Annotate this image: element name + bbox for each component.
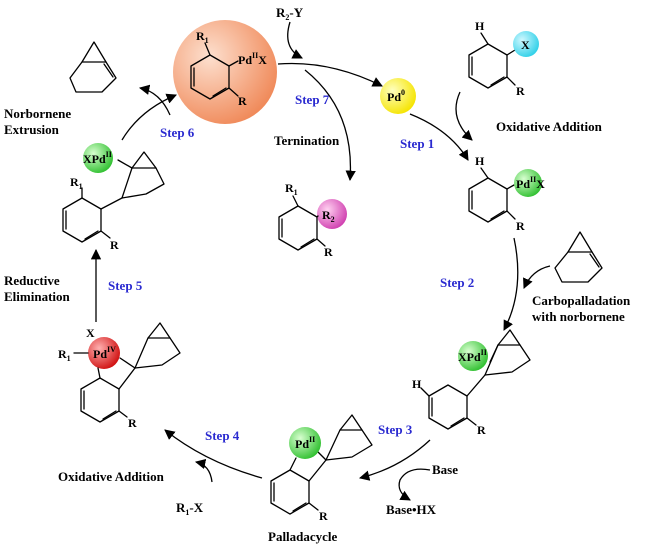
step2-arrow <box>503 237 519 331</box>
svg-text:PdIIX: PdIIX <box>516 175 545 191</box>
r1-ortho: R1 <box>70 175 83 191</box>
oxidative-addition-label-2: Oxidative Addition <box>58 469 165 484</box>
pd-sphere-green <box>514 169 542 197</box>
svg-text:R: R <box>319 509 328 523</box>
pd-sphere-green <box>289 427 321 459</box>
pd-sphere-green <box>458 341 488 371</box>
r-label: R <box>238 94 247 108</box>
norbornene-extrusion-label-2: Extrusion <box>4 122 60 137</box>
svg-text:PdIIX: PdIIX <box>238 51 267 67</box>
svg-text:X: X <box>86 326 95 340</box>
step-7-label: Step 7 <box>295 92 330 107</box>
svg-text:PdIV: PdIV <box>93 345 116 361</box>
termination-arrow <box>304 69 356 182</box>
benzene-ring <box>62 197 102 243</box>
oxidative-addition-label-1: Oxidative Addition <box>496 119 603 134</box>
step4-arrow <box>164 429 263 479</box>
aryl-halide: H X R <box>468 19 539 98</box>
r1x-in-arrow <box>194 458 213 483</box>
norbornene-in-arrow <box>523 265 551 289</box>
pd-sphere-green <box>83 143 113 173</box>
r2-sphere-pink <box>317 199 347 229</box>
step-4-label: Step 4 <box>205 428 240 443</box>
svg-text:XPdII: XPdII <box>83 150 112 166</box>
pd-sphere-orange <box>173 20 277 124</box>
norbornene-reagent <box>554 231 603 283</box>
step6-arrow <box>121 93 177 141</box>
svg-text:R: R <box>477 423 486 437</box>
pd0-sphere <box>380 78 416 114</box>
carbopalladation-label-2: with norbornene <box>532 309 625 324</box>
svg-text:H: H <box>475 19 485 33</box>
palladacycle: R PdII <box>270 414 373 523</box>
norbornene-product <box>69 41 117 93</box>
palladacycle-label: Palladacycle <box>268 529 338 544</box>
norbornene-out-arrow <box>138 84 171 116</box>
aryl-pd-x-intermediate: H PdIIX R <box>468 154 545 233</box>
benzene-ring <box>278 205 318 251</box>
benzene-ring <box>428 384 468 430</box>
r1-label: R1 <box>196 29 209 45</box>
step-5-label: Step 5 <box>108 278 143 293</box>
pd-label: Pd <box>238 53 252 67</box>
r2y-arrow <box>287 21 303 59</box>
benzene-ring <box>468 43 508 89</box>
step-2-label: Step 2 <box>440 275 474 290</box>
svg-text:X: X <box>521 38 530 52</box>
x-sphere-cyan <box>513 31 539 57</box>
step7-arrow-to-pd0 <box>277 62 383 87</box>
svg-text:XPdII: XPdII <box>458 348 487 364</box>
aryl-halide-arrow <box>455 91 473 141</box>
aryl-pd-x-complex: R1 PdIIX R <box>173 20 277 124</box>
benzene-ring <box>270 469 310 515</box>
reductive-label-2: Elimination <box>4 289 71 304</box>
svg-text:R: R <box>324 245 333 259</box>
pd-iv-intermediate: R PdIV X R1 <box>58 322 181 430</box>
r1x-label: R1-X <box>176 500 204 517</box>
r1-on-pd: R1 <box>58 347 71 363</box>
svg-text:R: R <box>128 416 137 430</box>
svg-text:Pd0: Pd0 <box>387 88 405 104</box>
benzene-ring <box>468 177 508 223</box>
benzene-ring <box>80 377 120 423</box>
step1-arrow <box>409 113 469 161</box>
svg-text:R: R <box>110 238 119 252</box>
pd0-catalyst: Pd0 <box>380 78 416 114</box>
reductive-label-1: Reductive <box>4 273 60 288</box>
norbornene-extrusion-label-1: Norbornene <box>4 106 71 121</box>
norbornyl-pd-intermediate: H R XPdII <box>412 329 531 437</box>
svg-text:R: R <box>516 219 525 233</box>
pd-sphere-red <box>88 337 120 369</box>
termination-product: R1 R2 R <box>278 181 347 259</box>
step-1-label: Step 1 <box>400 136 434 151</box>
step-6-label: Step 6 <box>160 125 195 140</box>
svg-text:R: R <box>516 84 525 98</box>
base-arrow <box>398 468 431 501</box>
step-3-label: Step 3 <box>378 422 413 437</box>
reagent-r2y: R2-Y <box>276 5 304 22</box>
svg-text:PdII: PdII <box>295 435 315 451</box>
svg-text:H: H <box>475 154 485 168</box>
base-label: Base <box>432 462 458 477</box>
termination-label: Ternination <box>274 133 340 148</box>
carbopalladation-label-1: Carbopalladation <box>532 293 631 308</box>
ortho-substituted-pd-intermediate: R R1 XPdII <box>62 143 165 252</box>
svg-text:H: H <box>412 377 422 391</box>
r1-product: R1 <box>285 181 298 197</box>
step3-arrow <box>358 439 431 481</box>
base-hx-label: Base•HX <box>386 502 437 517</box>
